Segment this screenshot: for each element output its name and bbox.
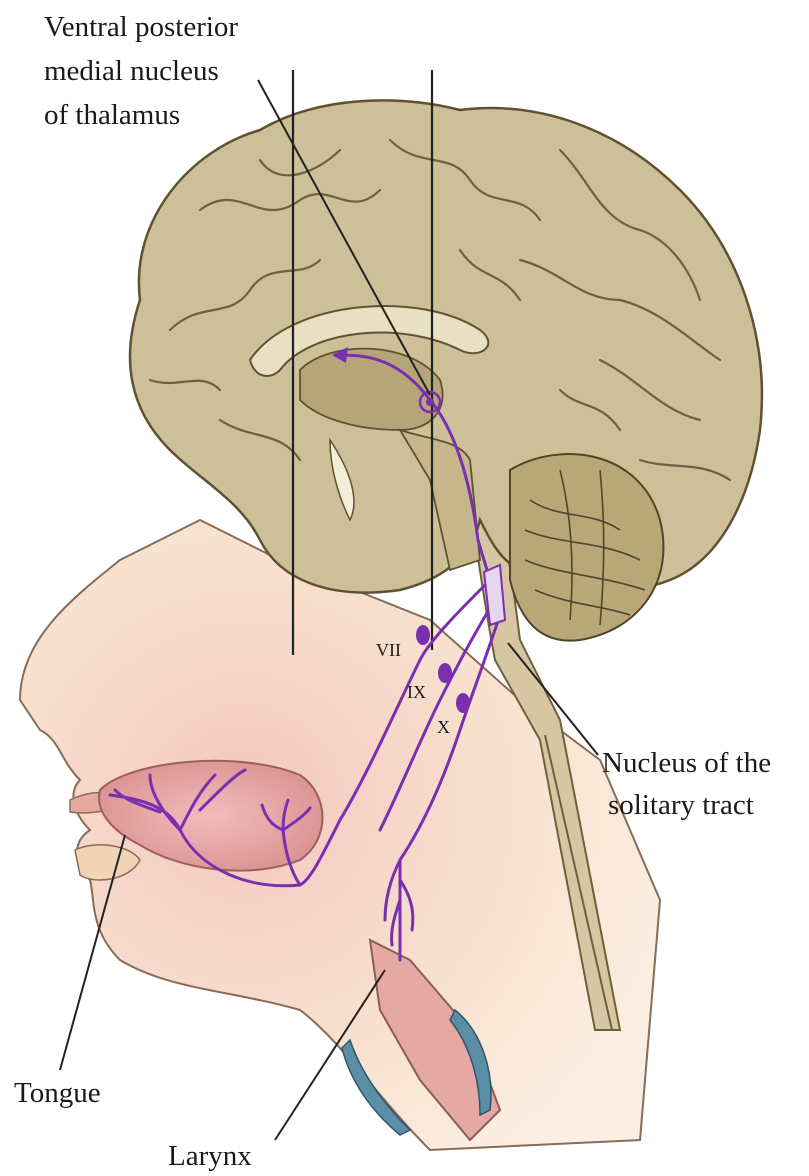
ganglion-x	[456, 693, 470, 713]
label-tongue: Tongue	[14, 1077, 101, 1109]
ganglion-ix	[438, 663, 452, 683]
label-nerve-ix: IX	[407, 682, 426, 702]
vpm-nucleus-center	[426, 398, 434, 406]
label-vpm-line2: medial nucleus	[44, 55, 219, 87]
label-larynx: Larynx	[168, 1140, 252, 1172]
label-vpm-line3: of thalamus	[44, 99, 180, 131]
label-nts-line2: solitary tract	[608, 789, 754, 821]
label-nerve-vii: VII	[376, 640, 401, 660]
label-nerve-x: X	[437, 717, 450, 737]
label-vpm-line1: Ventral posterior	[44, 11, 238, 43]
label-nts-line1: Nucleus of the	[602, 747, 771, 779]
ganglion-vii	[416, 625, 430, 645]
